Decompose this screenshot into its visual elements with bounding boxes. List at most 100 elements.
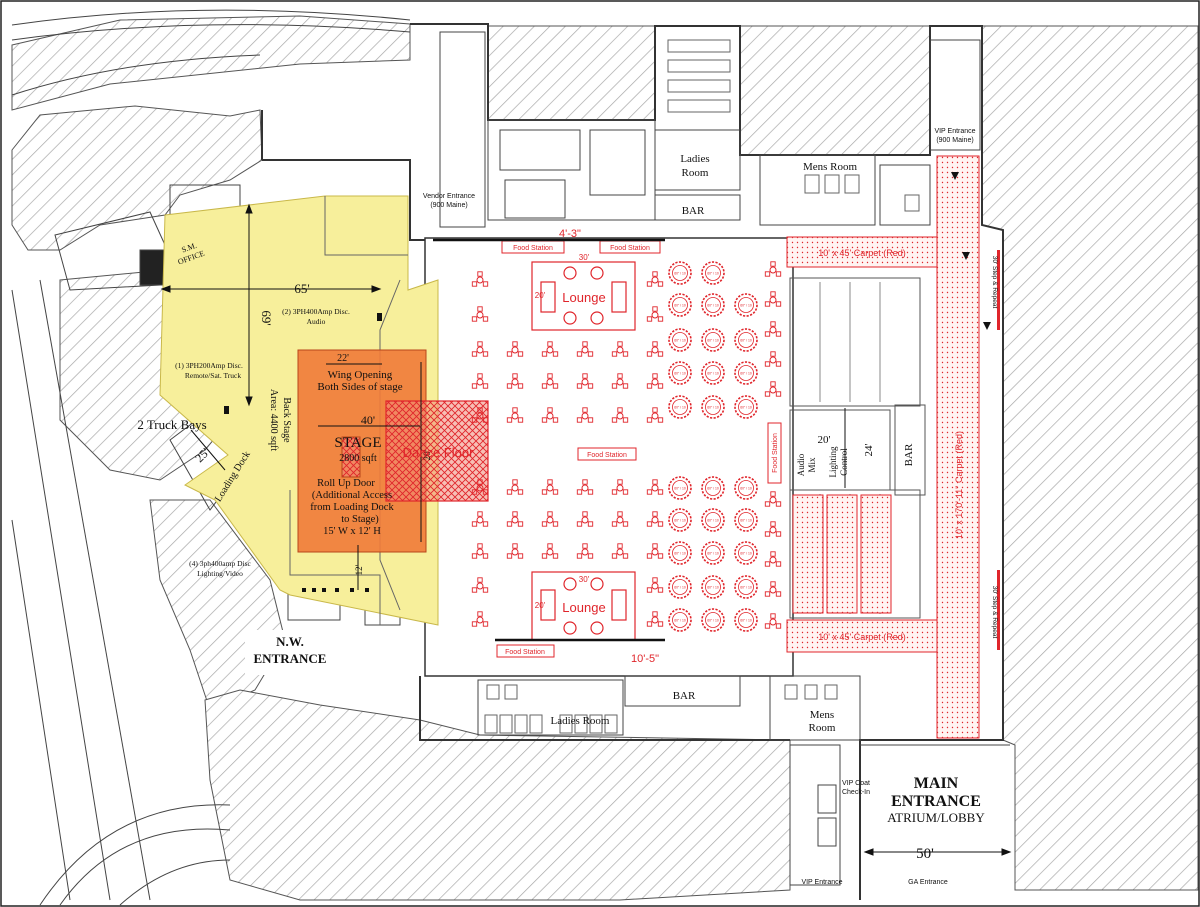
power-audio-label-2: Audio bbox=[307, 317, 326, 326]
lighting-control-label-2: Control bbox=[839, 448, 849, 476]
vip-coat-label-2: Check-In bbox=[842, 789, 870, 796]
cocktail-table bbox=[506, 407, 524, 423]
step-repeat-bottom-bar bbox=[997, 570, 1000, 650]
round-table-label: 60" / 10 bbox=[707, 304, 719, 308]
cocktail-table bbox=[471, 271, 489, 287]
cocktail-table bbox=[764, 613, 782, 629]
round-table: 60" / 10 bbox=[668, 395, 692, 419]
bar-top-label: BAR bbox=[682, 205, 705, 217]
stage-center bbox=[341, 436, 361, 478]
cocktail-table bbox=[541, 479, 559, 495]
round-table: 60" / 10 bbox=[734, 575, 758, 599]
cocktail-table bbox=[611, 341, 629, 357]
food-station-bottom-label: Food Station bbox=[505, 649, 545, 656]
round-table: 60" / 10 bbox=[668, 476, 692, 500]
round-table: 60" / 10 bbox=[668, 328, 692, 352]
dance-floor bbox=[385, 400, 489, 502]
dim-10-5-label: 10'-5" bbox=[631, 653, 659, 665]
round-table: 60" / 10 bbox=[668, 608, 692, 632]
round-table-label: 60" / 10 bbox=[674, 304, 686, 308]
cocktail-table bbox=[576, 543, 594, 559]
cocktail-table bbox=[611, 511, 629, 527]
round-table-label: 60" / 10 bbox=[674, 586, 686, 590]
round-table-label: 60" / 10 bbox=[674, 619, 686, 623]
cocktail-table bbox=[764, 381, 782, 397]
round-table-label: 60" / 10 bbox=[740, 619, 752, 623]
dim-50-label: 50' bbox=[916, 846, 934, 862]
power-markers bbox=[224, 313, 382, 592]
round-table: 60" / 10 bbox=[701, 293, 725, 317]
cocktail-table bbox=[764, 551, 782, 567]
cocktail-table bbox=[576, 373, 594, 389]
cocktail-table bbox=[611, 479, 629, 495]
dim-24-label: 24' bbox=[863, 443, 875, 456]
step-repeat-bottom-label: 30' Step & Repeat bbox=[991, 586, 998, 639]
power-remote-label-2: Remote/Sat. Truck bbox=[185, 371, 242, 380]
round-table-label: 60" / 10 bbox=[674, 487, 686, 491]
cocktail-table bbox=[506, 479, 524, 495]
round-table-label: 60" / 10 bbox=[740, 304, 752, 308]
main-entrance-label-2: ENTRANCE bbox=[891, 793, 981, 810]
power-audio-label-1: (2) 3PH400Amp Disc. bbox=[282, 307, 350, 316]
red-labels: 4'-3" 10'-5" Food Station Food Station F… bbox=[403, 228, 998, 665]
cocktail-table bbox=[576, 479, 594, 495]
cocktail-table bbox=[764, 351, 782, 367]
lounge-top-label: Lounge bbox=[562, 290, 605, 305]
ladies-room-top-label-2: Room bbox=[682, 167, 709, 179]
mens-room-bottom-label-1: Mens bbox=[810, 709, 834, 721]
ladies-room-top-label-1: Ladies bbox=[680, 153, 709, 165]
cocktail-table bbox=[576, 341, 594, 357]
street-lines bbox=[11, 9, 411, 906]
rollup-label-5: 15' W x 12' H bbox=[323, 526, 381, 537]
round-table: 60" / 10 bbox=[701, 361, 725, 385]
mens-room-top-label: Mens Room bbox=[803, 161, 858, 173]
cocktail-table bbox=[471, 306, 489, 322]
round-table: 60" / 10 bbox=[701, 395, 725, 419]
dim-22-label: 22' bbox=[337, 353, 349, 364]
round-table-label: 60" / 10 bbox=[674, 339, 686, 343]
backstage-label-1: Back Stage bbox=[281, 397, 292, 443]
round-table-label: 60" / 10 bbox=[674, 552, 686, 556]
stage-title-label: STAGE bbox=[334, 435, 381, 451]
hatch-north-strip bbox=[11, 15, 411, 111]
lounge-top bbox=[531, 261, 636, 331]
food-station-vertical-label: Food Station bbox=[772, 433, 779, 473]
round-tables: 60" / 10 60" / 10 60" / 10 60" / 10 60" / 10… bbox=[668, 261, 758, 632]
dim-69-label: 69' bbox=[259, 310, 274, 325]
dim-20-stage-label: 20' bbox=[422, 449, 432, 460]
cocktail-table bbox=[646, 611, 664, 627]
lounge-bottom-label: Lounge bbox=[562, 600, 605, 615]
cocktail-table bbox=[506, 341, 524, 357]
main-entrance-label-1: MAIN bbox=[914, 775, 959, 792]
carpet-long bbox=[936, 155, 980, 739]
cocktail-table bbox=[764, 491, 782, 507]
vendor-entrance-label: Vendor Entrance bbox=[423, 193, 475, 200]
hatch-northwest bbox=[11, 105, 263, 251]
cocktail-table bbox=[471, 611, 489, 627]
cocktail-table bbox=[646, 341, 664, 357]
serif-labels: Ladies Room Mens Room BAR BAR Ladies Roo… bbox=[137, 153, 985, 862]
round-table-label: 60" / 10 bbox=[707, 619, 719, 623]
round-table: 60" / 10 bbox=[701, 541, 725, 565]
cocktail-table bbox=[471, 341, 489, 357]
cocktail-table bbox=[646, 306, 664, 322]
round-table-label: 60" / 10 bbox=[707, 339, 719, 343]
round-table: 60" / 10 bbox=[734, 361, 758, 385]
nw-entrance-label-2: ENTRANCE bbox=[254, 651, 327, 666]
round-table-label: 60" / 10 bbox=[707, 372, 719, 376]
wing-label-2: Both Sides of stage bbox=[317, 381, 402, 393]
cocktail-table bbox=[471, 479, 489, 495]
cocktail-table bbox=[471, 373, 489, 389]
cocktail-table bbox=[764, 581, 782, 597]
round-table-label: 60" / 10 bbox=[707, 586, 719, 590]
cocktail-table bbox=[646, 577, 664, 593]
round-table-label: 60" / 10 bbox=[740, 586, 752, 590]
cocktail-table bbox=[541, 373, 559, 389]
room-labels: Vendor Entrance (900 Maine) VIP Entrance… bbox=[423, 128, 976, 209]
cocktail-table bbox=[541, 407, 559, 423]
entrance-small-labels: VIP Coat Check-In VIP Entrance GA Entran… bbox=[801, 780, 948, 886]
mens-room-bottom-label-2: Room bbox=[809, 722, 836, 734]
wing-label-1: Wing Opening bbox=[328, 369, 393, 381]
round-table: 60" / 10 bbox=[734, 395, 758, 419]
north-rooms bbox=[439, 31, 981, 228]
